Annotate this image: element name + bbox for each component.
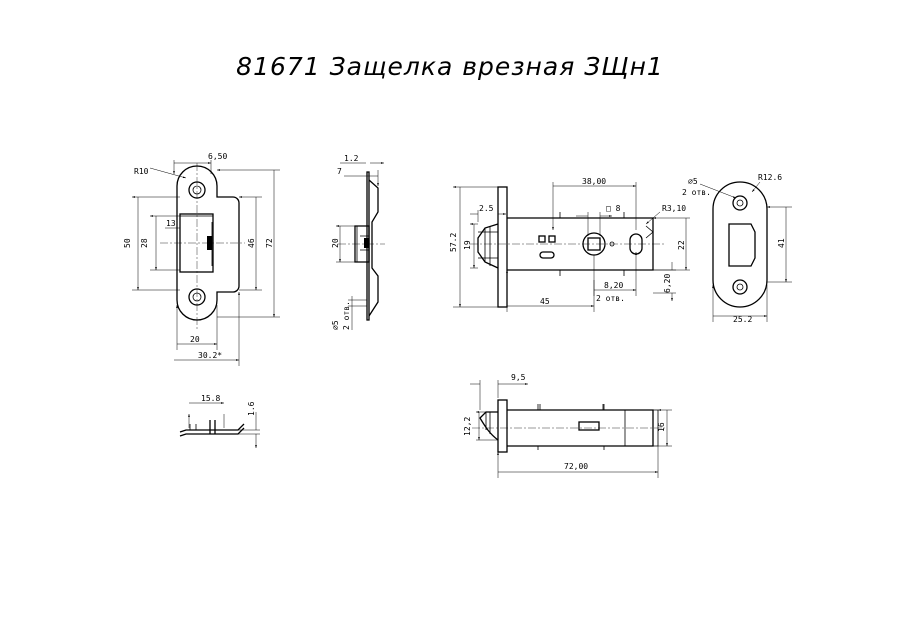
latch-bottom-view: 9,5 12,2 16 72,00 [463, 373, 672, 478]
dim-face-height: 41 [777, 238, 786, 248]
faceplate-view: ⌀5 2 отв. R12.6 41 25.2 [682, 173, 792, 324]
dim-620: 6,20 [663, 274, 672, 293]
dim-thickness: 1.6 [247, 401, 256, 416]
dim-face-width: 25.2 [733, 315, 752, 324]
dim-side-depth: 7 [337, 167, 342, 176]
dim-side-height: 20 [331, 238, 340, 248]
drawing-title: 81671 Защелка врезная ЗЩн1 [236, 52, 664, 81]
dim-bottom-length: 72,00 [564, 462, 588, 471]
dim-holes: 2 отв. [596, 294, 625, 303]
dim-width-30: 30.2* [198, 351, 222, 360]
dim-radius: R3,10 [662, 204, 686, 213]
dim-width-20: 20 [190, 335, 200, 344]
dim-22: 22 [677, 240, 686, 250]
dim-height-46: 46 [247, 238, 256, 248]
strike-plate-side-view: 15.8 1.6 [179, 394, 260, 448]
dim-face-height: 57.2 [449, 233, 458, 252]
dim-bottom-122: 12,2 [463, 417, 472, 436]
dim-face-hole: ⌀5 [688, 177, 698, 186]
dim-height-50: 50 [123, 238, 132, 248]
dim-face-hole-count: 2 отв. [682, 188, 711, 197]
dim-45: 45 [540, 297, 550, 306]
latch-side-view: 1.2 7 20 ⌀5 2 отв. [331, 154, 385, 330]
dim-offset: 6,50 [208, 152, 227, 161]
dim-square: □ 8 [606, 204, 621, 213]
dim-bend: 15.8 [201, 394, 220, 403]
dim-tab: 13 [166, 219, 176, 228]
dim-bottom-16: 16 [657, 422, 666, 432]
dim-side-hole-count: 2 отв. [342, 301, 351, 330]
dim-38: 38,00 [582, 177, 606, 186]
dim-side-thickness: 1.2 [344, 154, 359, 163]
dim-side-hole: ⌀5 [331, 320, 340, 330]
dim-height-72: 72 [265, 238, 274, 248]
strike-plate-front-view: R10 6,50 13 50 28 46 72 20 30.2* [123, 152, 280, 366]
dim-820: 8,20 [604, 281, 623, 290]
dim-bolt-height: 19 [463, 240, 472, 250]
dim-height-28: 28 [140, 238, 149, 248]
dim-r10: R10 [134, 167, 149, 176]
dim-bolt: 2.5 [479, 204, 494, 213]
dim-bottom-bolt: 9,5 [511, 373, 526, 382]
latch-body-view: 38,00 □ 8 R3,10 2.5 57.2 19 22 6,20 8,20… [449, 177, 690, 312]
dim-face-radius: R12.6 [758, 173, 782, 182]
